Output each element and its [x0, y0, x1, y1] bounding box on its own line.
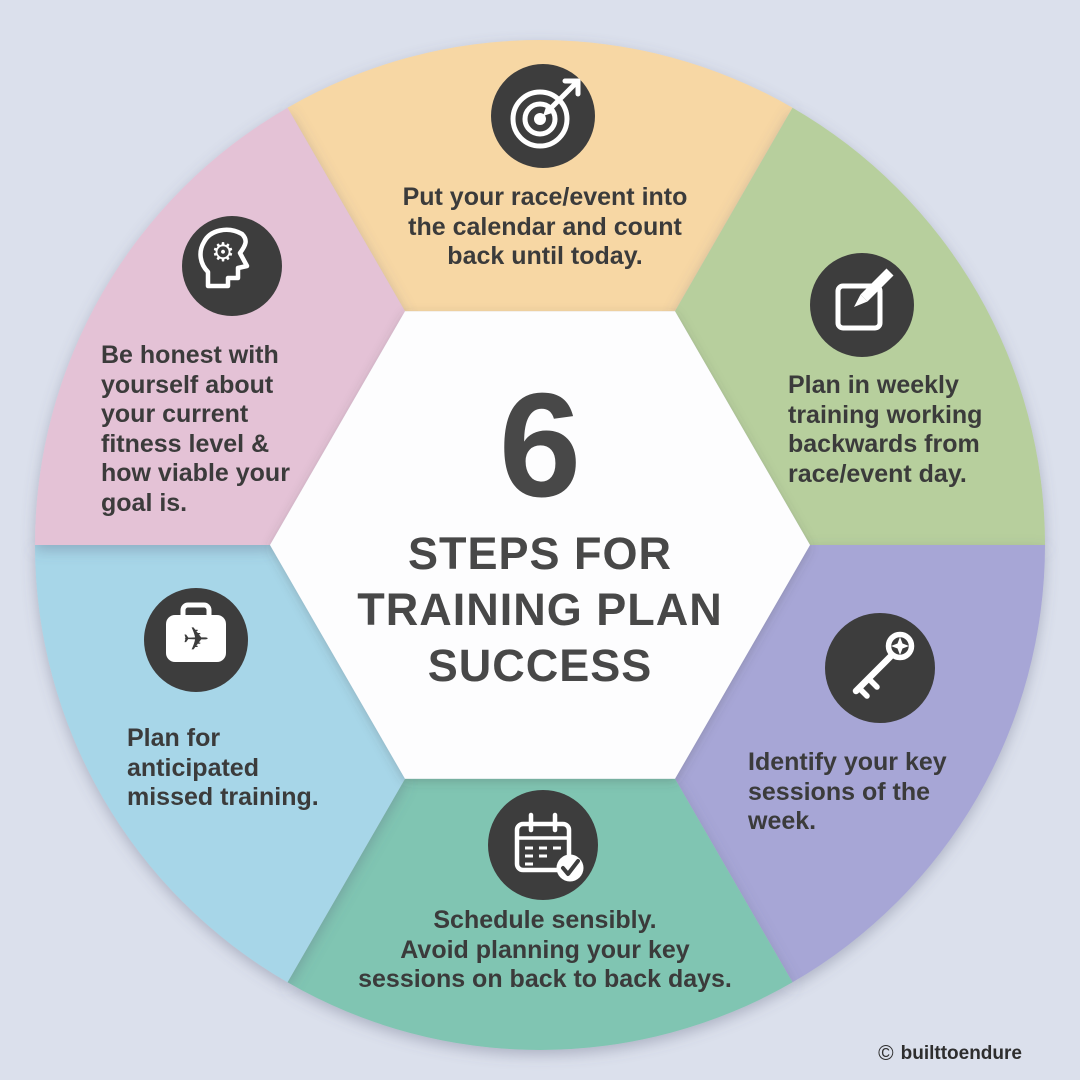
segment-shape-key-sessions [675, 545, 1045, 983]
gear-glyph: ⚙ [211, 237, 234, 267]
step-count: 6 [498, 363, 582, 528]
center-title-block: 6 STEPS FOR TRAINING PLAN SUCCESS [330, 372, 750, 693]
credit-text: builttoendure [900, 1043, 1022, 1064]
segment-text-missed-training: Plan for anticipated missed training. [127, 724, 319, 811]
center-hexagon [270, 311, 810, 779]
pencil-edit-icon [810, 253, 914, 357]
segment-shape-honest-fitness [35, 107, 405, 545]
key-icon [825, 613, 935, 723]
segment-text-race-into-calendar: Put your race/event into the calendar an… [402, 183, 688, 270]
segment-text-schedule-sensibly: Schedule sensibly. Avoid planning your k… [358, 906, 732, 993]
suitcase-plane-icon: ✈ [144, 588, 248, 692]
calendar-check-icon [488, 790, 598, 900]
segment-text-weekly-training-backwards: Plan in weekly training working backward… [788, 371, 983, 488]
segment-shape-race-into-calendar [287, 40, 793, 312]
target-icon [491, 64, 595, 168]
segment-shape-schedule-sensibly [287, 778, 793, 1050]
credit: © builttoendure [878, 1042, 1022, 1066]
page-title: STEPS FOR TRAINING PLAN SUCCESS [357, 528, 723, 691]
segment-text-key-sessions: Identify your key sessions of the week. [748, 748, 947, 835]
segment-text-honest-fitness: Be honest with yourself about your curre… [101, 341, 290, 517]
segment-shape-missed-training [35, 545, 405, 983]
head-gear-icon: ⚙ [182, 216, 282, 316]
plane-glyph: ✈ [183, 621, 210, 657]
copyright-icon: © [878, 1042, 894, 1065]
